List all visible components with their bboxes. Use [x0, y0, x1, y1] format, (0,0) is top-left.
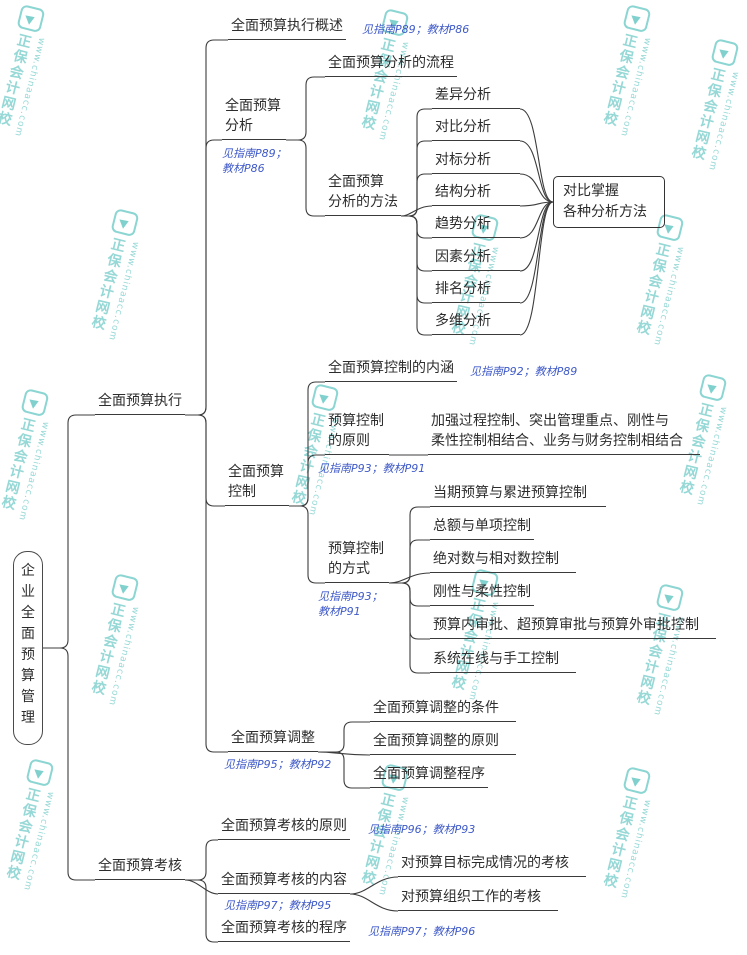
node-method-factor[interactable]: 因素分析 [432, 247, 520, 271]
connector [349, 876, 399, 895]
connector [318, 721, 370, 753]
note-control-meaning: 见指南P92；教材P89 [470, 365, 578, 378]
node-method-comparison[interactable]: 对比分析 [432, 117, 520, 141]
node-methods-summary[interactable]: 对比掌握 各种分析方法 [553, 176, 665, 228]
node-adjustment-conditions[interactable]: 全面预算调整的条件 [370, 698, 516, 722]
connector [401, 215, 432, 336]
node-control-meaning[interactable]: 全面预算控制的内涵 [325, 358, 457, 382]
connector [185, 839, 218, 881]
node-method-benchmark[interactable]: 对标分析 [432, 150, 520, 174]
node-mode-total-item[interactable]: 总额与单项控制 [430, 516, 534, 540]
connector [185, 414, 225, 507]
connector [185, 414, 228, 753]
node-assess-goal-completion[interactable]: 对预算目标完成情况的考核 [398, 853, 586, 877]
node-analysis-flow[interactable]: 全面预算分析的流程 [325, 53, 457, 77]
node-mode-rigid-flexible[interactable]: 刚性与柔性控制 [430, 582, 534, 606]
connector [519, 108, 554, 203]
node-mode-approval[interactable]: 预算内审批、超预算审批与预算外审批控制 [430, 615, 716, 639]
node-assessment-content[interactable]: 全面预算考核的内容 [218, 870, 350, 894]
node-mode-absolute-relative[interactable]: 绝对数与相对数控制 [430, 549, 576, 573]
node-assess-organization[interactable]: 对预算组织工作的考核 [398, 887, 558, 911]
connector [184, 879, 219, 895]
node-method-ranking[interactable]: 排名分析 [432, 279, 520, 303]
note-assessment-principles: 见指南P96；教材P93 [368, 823, 476, 836]
connector [389, 582, 430, 674]
node-budget-adjustment[interactable]: 全面预算调整 [228, 728, 318, 752]
node-method-multidim[interactable]: 多维分析 [432, 311, 520, 335]
connector [43, 414, 95, 649]
connector [519, 201, 554, 336]
connector [519, 201, 554, 304]
node-control-principle[interactable]: 预算控制 的原则 [325, 411, 389, 455]
node-control-principle-text[interactable]: 加强过程控制、突出管理重点、刚性与 柔性控制相结合、业务与财务控制相结合 [428, 411, 700, 455]
connector [286, 76, 325, 141]
connector [286, 139, 325, 217]
note-assessment-procedure: 见指南P97；教材P96 [368, 925, 476, 938]
node-method-variance[interactable]: 差异分析 [432, 85, 520, 109]
note-control-principle: 见指南P93；教材P91 [318, 462, 426, 475]
node-assessment-principles[interactable]: 全面预算考核的原则 [218, 816, 350, 840]
note-budget-adjustment: 见指南P95；教材P92 [224, 758, 332, 771]
node-analysis-methods[interactable]: 全面预算 分析的方法 [325, 172, 401, 216]
root-topic-enterprise-budget-management[interactable]: 企 业 全 面 预 算 管 理 [13, 551, 43, 745]
note-control-mode: 见指南P93； 教材P91 [318, 590, 383, 618]
node-mode-current-cumulative[interactable]: 当期预算与累进预算控制 [430, 483, 606, 507]
node-execution-overview[interactable]: 全面预算执行概述 [228, 16, 346, 40]
node-budget-analysis[interactable]: 全面预算 分析 [222, 96, 286, 140]
connector [289, 505, 325, 584]
connector [349, 893, 399, 912]
connector [185, 139, 222, 416]
connector [43, 647, 95, 881]
connector [519, 173, 554, 203]
node-method-trend[interactable]: 趋势分析 [432, 214, 520, 238]
branch-budget-assessment[interactable]: 全面预算考核 [95, 856, 185, 880]
node-adjustment-procedure[interactable]: 全面预算调整程序 [370, 764, 488, 788]
node-method-structure[interactable]: 结构分析 [432, 182, 520, 206]
connector [519, 140, 554, 203]
connector [389, 539, 430, 584]
note-execution-overview: 见指南P89；教材P86 [362, 23, 470, 36]
branch-budget-execution[interactable]: 全面预算执行 [95, 391, 185, 415]
node-mode-online-manual[interactable]: 系统在线与手工控制 [430, 649, 576, 673]
note-assessment-content: 见指南P97；教材P95 [224, 899, 332, 912]
node-assessment-procedure[interactable]: 全面预算考核的程序 [218, 918, 350, 942]
note-budget-analysis: 见指南P89； 教材P86 [222, 147, 287, 175]
node-budget-control[interactable]: 全面预算 控制 [225, 462, 289, 506]
connector [289, 454, 325, 507]
node-adjustment-principles[interactable]: 全面预算调整的原则 [370, 731, 516, 755]
connector [185, 879, 218, 943]
connector [289, 381, 325, 507]
connector [401, 173, 432, 217]
connector [318, 751, 370, 789]
node-control-mode[interactable]: 预算控制 的方式 [325, 539, 389, 583]
